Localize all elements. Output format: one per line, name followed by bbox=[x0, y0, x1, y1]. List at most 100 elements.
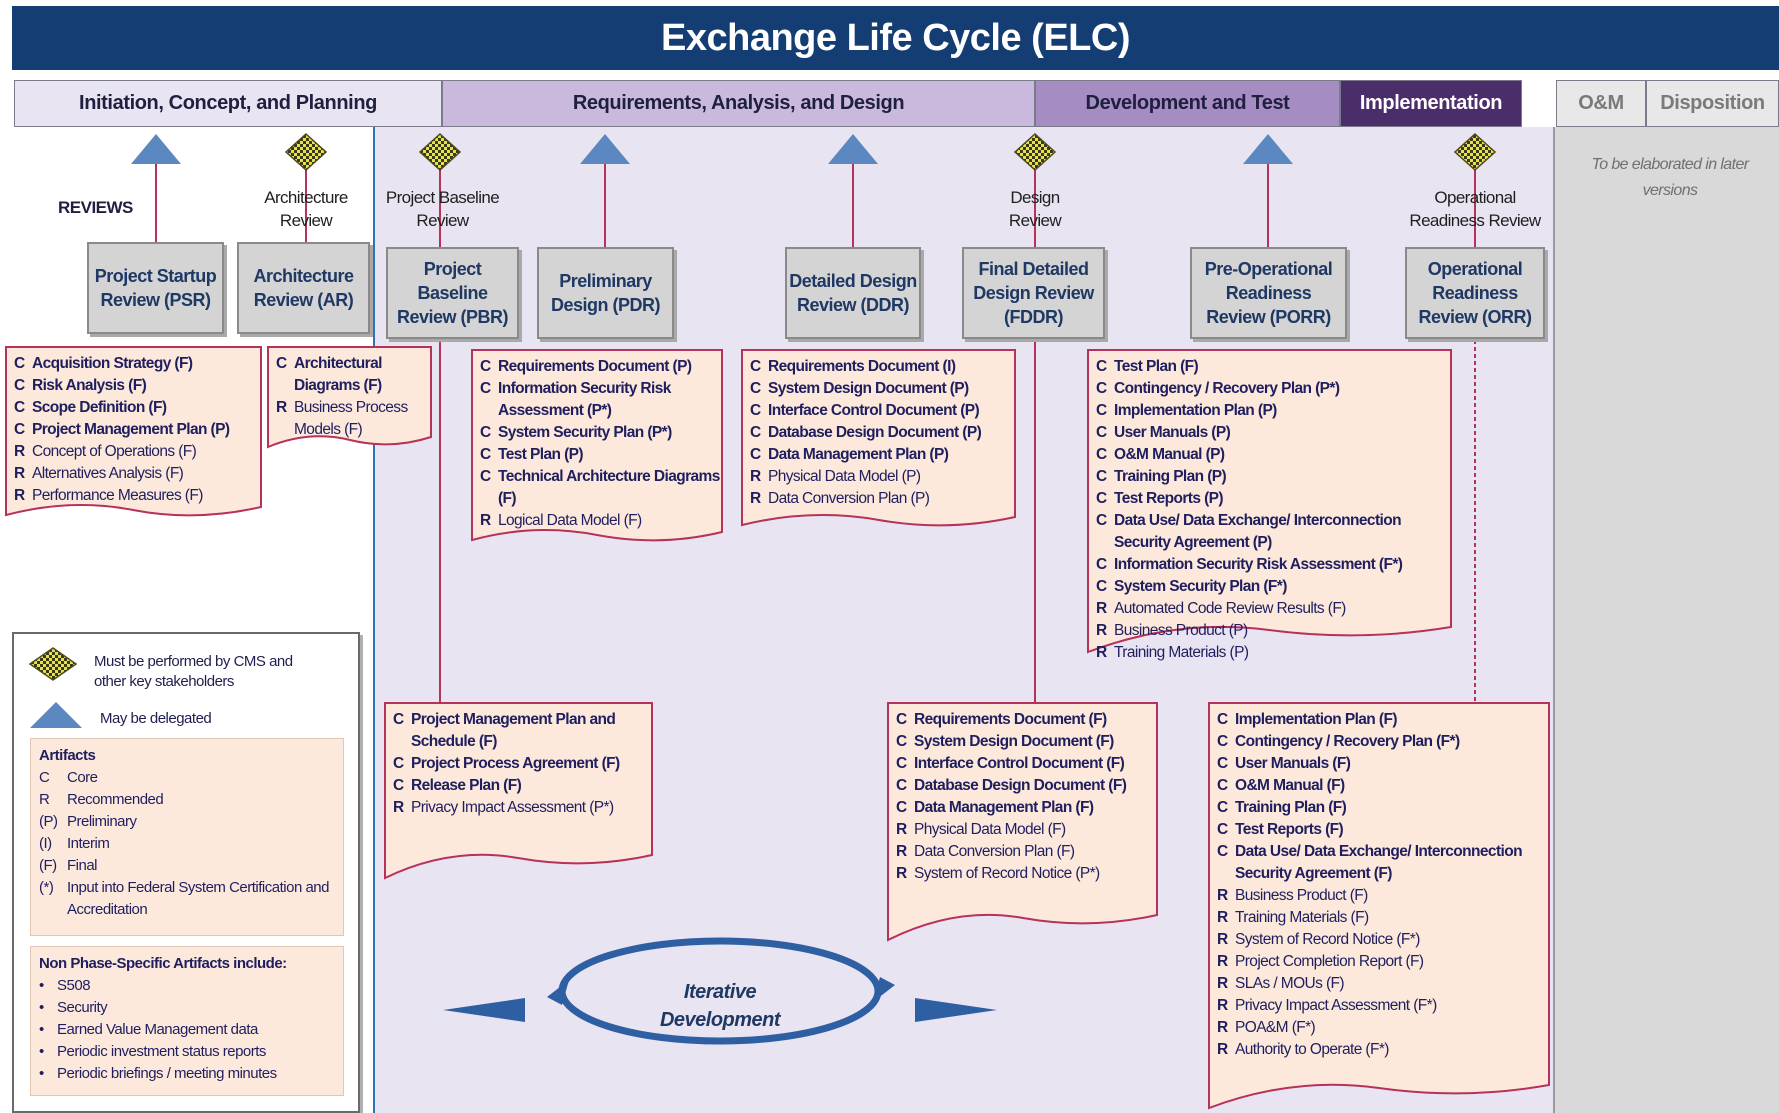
artifact-name: O&M Manual (F) bbox=[1235, 777, 1345, 794]
artifact-code: C bbox=[1096, 402, 1107, 419]
om-divider bbox=[1553, 127, 1555, 1113]
artifact-name: Interface Control Document (F) bbox=[914, 755, 1125, 772]
phase-label: Requirements, Analysis, and Design bbox=[572, 92, 905, 114]
artifact-item: C System Security Plan (F*) bbox=[1096, 576, 1459, 598]
artifact-code: R bbox=[480, 512, 491, 529]
reviews-label: REVIEWS bbox=[58, 198, 133, 217]
pdr-triangle-icon bbox=[580, 134, 630, 164]
legend-artifacts-heading: Artifacts bbox=[39, 747, 96, 764]
artifact-name: Test Reports (P) bbox=[1114, 490, 1224, 507]
artifact-code: R bbox=[1217, 1019, 1228, 1036]
artifact-code: C bbox=[480, 380, 491, 397]
iteration-arrow-right-icon bbox=[873, 977, 895, 1002]
artifact-code: R bbox=[750, 468, 761, 485]
bullet-icon: • bbox=[39, 1065, 44, 1082]
artifact-code: C bbox=[14, 355, 25, 372]
legend-code-item: (P)Preliminary bbox=[39, 811, 335, 833]
legend-bullet-item: •Security bbox=[39, 997, 335, 1019]
artifact-name: Training Materials (P) bbox=[1114, 644, 1249, 661]
artifact-name: Risk Analysis (F) bbox=[32, 377, 147, 394]
artifact-code: C bbox=[1096, 578, 1107, 595]
legend-code: (*) bbox=[39, 879, 54, 896]
artifact-code: R bbox=[896, 865, 907, 882]
phase-development: Development and Test bbox=[1035, 80, 1340, 127]
artifact-name: SLAs / MOUs (F) bbox=[1235, 975, 1345, 992]
artifact-name: Training Materials (F) bbox=[1235, 909, 1369, 926]
artifact-name: Test Plan (F) bbox=[1114, 358, 1199, 375]
legend-code: (I) bbox=[39, 835, 52, 852]
artifact-code: R bbox=[1096, 644, 1107, 661]
artifact-name: Release Plan (F) bbox=[411, 777, 522, 794]
artifact-item: R Training Materials (P) bbox=[1096, 642, 1459, 664]
review-box-pbr: Project Baseline Review (PBR) bbox=[386, 247, 519, 339]
artifact-name: Data Conversion Plan (P) bbox=[768, 490, 930, 507]
psr-artifact-doc bbox=[5, 346, 262, 517]
phase-implementation: Implementation bbox=[1340, 80, 1522, 127]
artifact-name: Privacy Impact Assessment (F*) bbox=[1235, 997, 1437, 1014]
fddr-artifact-doc bbox=[887, 702, 1158, 942]
ddr-triangle-icon bbox=[828, 134, 878, 164]
artifact-name: POA&M (F*) bbox=[1235, 1019, 1316, 1036]
phase-initiation: Initiation, Concept, and Planning bbox=[14, 80, 442, 127]
phase-disposition: Disposition bbox=[1646, 80, 1779, 127]
artifact-name: Information Security Risk Assessment (F*… bbox=[1114, 556, 1403, 573]
phase-divider bbox=[373, 127, 375, 1113]
iteration-arrow-left-icon bbox=[547, 980, 569, 1005]
artifact-name: System Security Plan (F*) bbox=[1114, 578, 1287, 595]
artifact-name: System Design Document (P) bbox=[768, 380, 969, 397]
phase-label: Implementation bbox=[1359, 92, 1503, 114]
pbr-artifact-doc bbox=[384, 702, 653, 880]
legend-code-meaning: Input into Federal System Certification … bbox=[67, 879, 329, 918]
legend-bullet-text: Earned Value Management data bbox=[57, 1021, 258, 1038]
artifact-code: C bbox=[480, 424, 491, 441]
artifact-code: C bbox=[393, 755, 404, 772]
diagram-title: Exchange Life Cycle (ELC) bbox=[12, 6, 1779, 70]
orr-diamond-icon bbox=[1453, 132, 1497, 172]
artifact-name: Project Completion Report (F) bbox=[1235, 953, 1424, 970]
artifact-name: Concept of Operations (F) bbox=[32, 443, 197, 460]
review-box-psr: Project Startup Review (PSR) bbox=[87, 242, 224, 334]
artifact-name: Contingency / Recovery Plan (F*) bbox=[1235, 733, 1460, 750]
ddr-artifact-doc bbox=[741, 349, 1016, 527]
artifact-name: Physical Data Model (F) bbox=[914, 821, 1066, 838]
artifact-code: C bbox=[1096, 446, 1107, 463]
artifact-name: System of Record Notice (P*) bbox=[914, 865, 1100, 882]
artifact-name: Requirements Document (P) bbox=[498, 358, 692, 375]
legend-triangle-text: May be delegated bbox=[100, 710, 212, 727]
left-arrow-icon bbox=[443, 998, 525, 1022]
artifact-item: R System of Record Notice (P*) bbox=[896, 863, 1165, 885]
orr-artifact-doc bbox=[1208, 702, 1550, 1110]
bullet-icon: • bbox=[39, 999, 44, 1016]
legend-code-meaning: Interim bbox=[67, 835, 110, 852]
artifact-name: Physical Data Model (P) bbox=[768, 468, 921, 485]
artifact-name: System Design Document (F) bbox=[914, 733, 1114, 750]
legend-non-phase-artifacts: Non Phase-Specific Artifacts include: •S… bbox=[30, 946, 344, 1096]
artifact-code: C bbox=[1217, 733, 1228, 750]
legend-diamond-icon bbox=[28, 647, 78, 681]
artifact-name: Database Design Document (P) bbox=[768, 424, 982, 441]
pdr-artifact-doc bbox=[471, 349, 723, 542]
artifact-name: Data Management Plan (P) bbox=[768, 446, 949, 463]
artifact-code: C bbox=[1096, 380, 1107, 397]
artifact-name: User Manuals (F) bbox=[1235, 755, 1351, 772]
